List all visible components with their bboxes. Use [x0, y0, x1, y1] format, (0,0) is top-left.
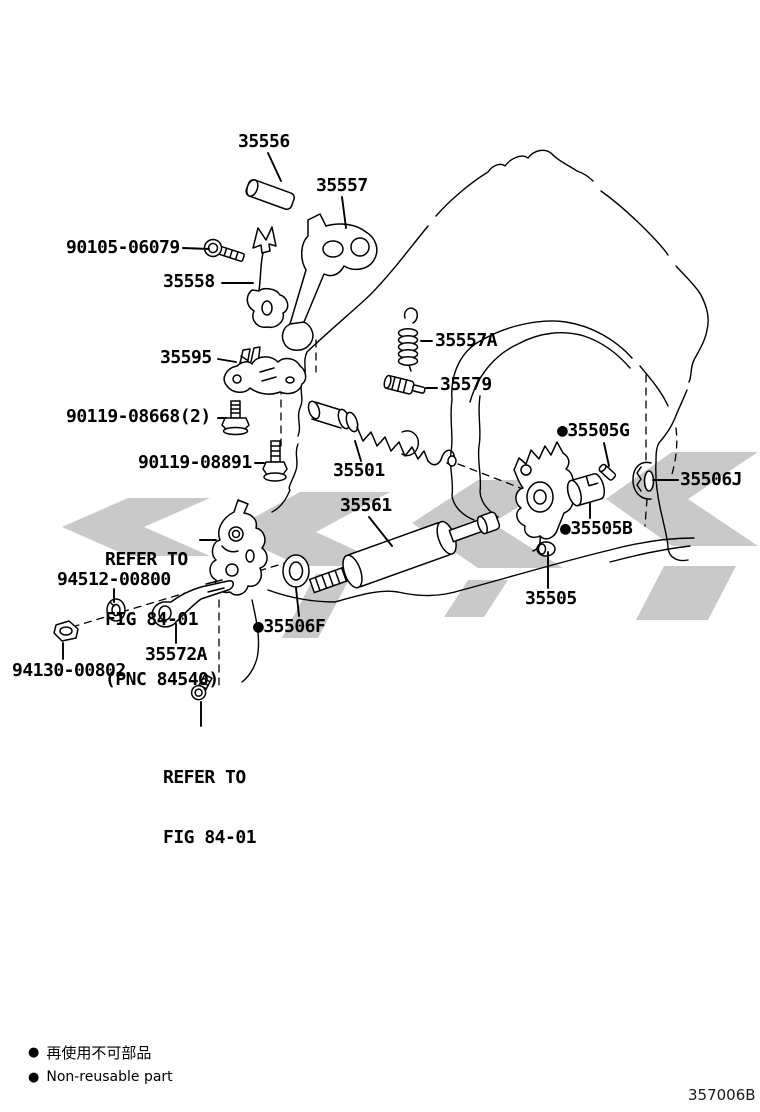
part-label-35556: 35556 — [238, 131, 290, 152]
part-manual-lever-assembly — [513, 441, 574, 557]
part-label-94512-00800: 94512-00800 — [57, 569, 171, 590]
part-valve-body-refer — [209, 499, 268, 596]
legend-non-reusable-en: ● Non-reusable part — [28, 1069, 173, 1085]
part-90105-bolt — [203, 238, 245, 262]
part-label-90119-08668: 90119-08668(2) — [66, 406, 211, 427]
leader-lines — [62, 152, 679, 727]
part-90119-08668-bolt — [221, 400, 250, 436]
part-35572A-arm — [151, 579, 234, 628]
refer-note-mid-line1: REFER TO — [105, 549, 188, 570]
part-label-35579: 35579 — [440, 374, 492, 395]
part-35557A-spring — [397, 307, 419, 372]
non-reusable-bullet-icon: ● — [28, 1069, 40, 1085]
refer-note-mid: REFER TO FIG 84-01 (PNC 84540) — [105, 510, 219, 730]
part-label-35557A: 35557A — [435, 330, 498, 351]
refer-note-bottom-line1: REFER TO — [163, 767, 246, 788]
part-label-35505: 35505 — [525, 588, 577, 609]
part-bottom-bolt — [190, 673, 213, 701]
part-label-35558: 35558 — [163, 271, 215, 292]
part-label-35506J: 35506J — [680, 469, 743, 490]
legend-non-reusable-jp: ● 再使用不可部品 — [28, 1042, 151, 1063]
refer-note-mid-line2: FIG 84-01 — [105, 609, 199, 630]
part-35561-valve — [308, 511, 501, 594]
part-35595-bracket — [223, 346, 307, 395]
part-label-35506F: ●35506F — [253, 616, 326, 637]
part-label-90105-06079: 90105-06079 — [66, 237, 180, 258]
part-35558-fork — [246, 226, 289, 329]
part-label-90119-08891: 90119-08891 — [138, 452, 252, 473]
part-label-94130-00802: 94130-00802 — [12, 660, 126, 681]
part-90119-08891-bolt — [262, 440, 288, 482]
part-35506F-bearing — [282, 554, 310, 588]
part-35579-plug — [383, 374, 426, 395]
part-94130-nut — [53, 620, 79, 642]
part-35505G-pin — [598, 463, 617, 481]
refer-note-mid-line3: (PNC 84540) — [105, 669, 219, 690]
refer-note-bottom-line2: FIG 84-01 — [163, 827, 257, 848]
part-label-35561: 35561 — [340, 495, 392, 516]
part-label-35595: 35595 — [160, 347, 212, 368]
non-reusable-bullet-icon: ● — [28, 1045, 40, 1060]
part-35557-lever — [281, 213, 378, 351]
part-label-35505G: ●35505G — [557, 420, 630, 441]
part-35505B-bushing — [566, 473, 605, 507]
legend-jp-text: 再使用不可部品 — [46, 1044, 152, 1062]
part-label-35572A: 35572A — [145, 644, 208, 665]
part-35506J-clip — [632, 461, 655, 500]
part-35556-pin — [245, 178, 295, 211]
part-label-35501: 35501 — [333, 460, 385, 481]
part-label-35557: 35557 — [316, 175, 368, 196]
figure-code: 357006B — [688, 1086, 756, 1104]
legend-en-text: Non-reusable part — [46, 1069, 173, 1085]
transmission-housing-outline — [241, 149, 709, 683]
part-94512-washer — [106, 598, 126, 622]
refer-note-bottom: REFER TO FIG 84-01 — [163, 728, 257, 888]
part-35501-link — [307, 400, 457, 467]
part-label-35505B: ●35505B — [560, 518, 633, 539]
